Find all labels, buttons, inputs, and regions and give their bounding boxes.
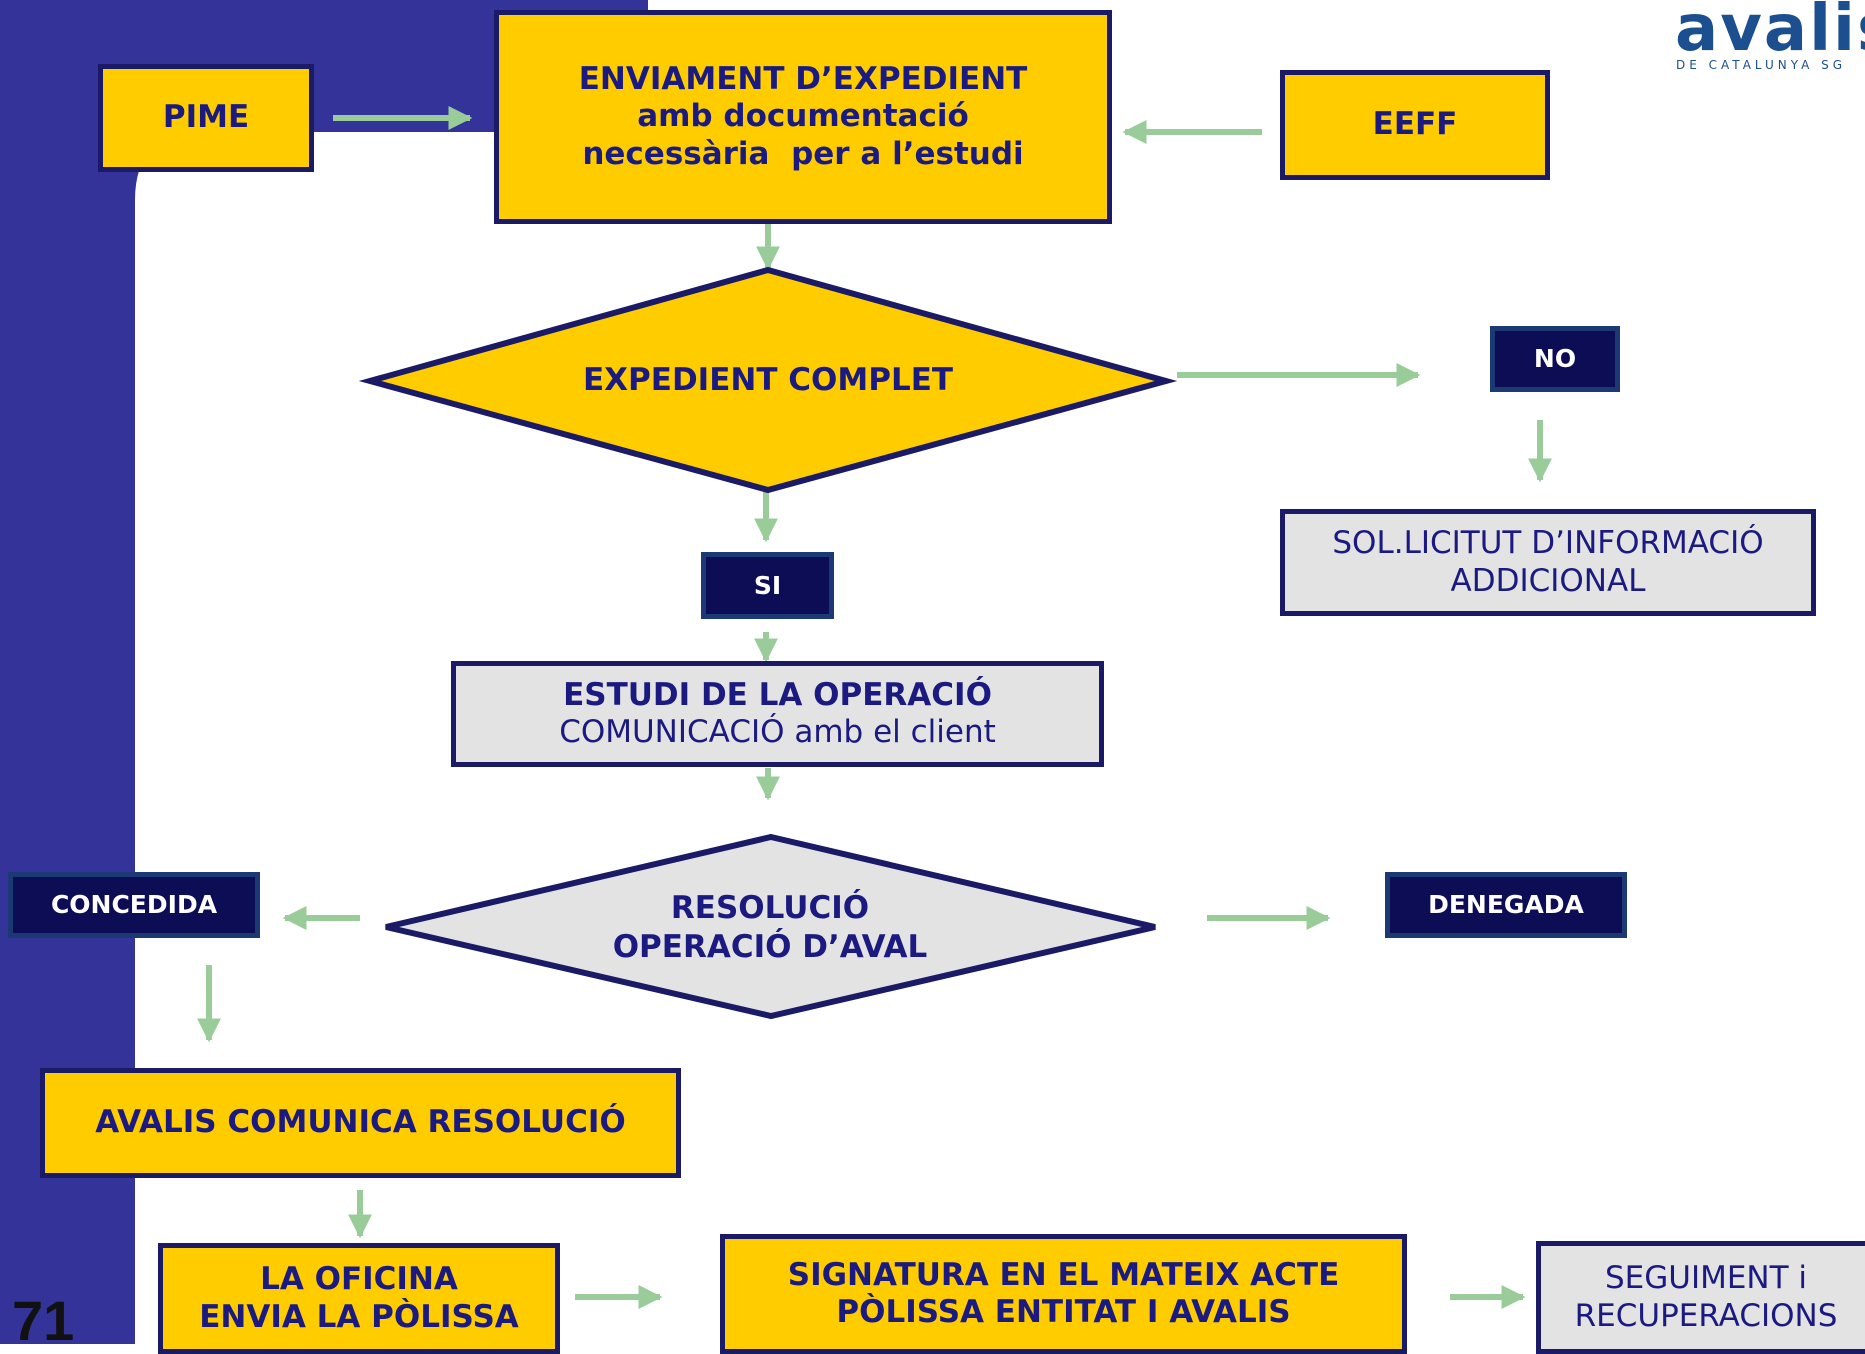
avalis-logo: avalis	[1675, 0, 1865, 66]
node-sollicitut: SOL.LICITUT D’INFORMACIÓ ADDICIONAL	[1280, 509, 1816, 616]
node-avalis-comunica-label: AVALIS COMUNICA RESOLUCIÓ	[95, 1104, 626, 1141]
node-estudi-line2: COMUNICACIÓ amb el client	[559, 714, 996, 750]
node-estudi-line1: ESTUDI DE LA OPERACIÓ	[563, 676, 992, 713]
logo-wordmark: avalis	[1675, 0, 1865, 66]
node-resolucio-line2: OPERACIÓ D’AVAL	[612, 929, 928, 965]
page-number: 71	[12, 1289, 75, 1352]
node-seguiment-line1: SEGUIMENT i	[1604, 1260, 1808, 1297]
decision-diamond-resolucio	[385, 833, 1156, 1020]
node-expedient-complet: EXPEDIENT COMPLET	[470, 350, 1066, 410]
node-si: SI	[701, 552, 834, 619]
node-enviament: ENVIAMENT D’EXPEDIENT amb documentació n…	[494, 10, 1112, 224]
node-pime-label: PIME	[162, 99, 250, 136]
node-avalis-comunica: AVALIS COMUNICA RESOLUCIÓ	[40, 1068, 681, 1178]
node-pime: PIME	[98, 64, 314, 172]
node-signatura-line2: PÒLISSA ENTITAT I AVALIS	[836, 1294, 1291, 1330]
node-oficina: LA OFICINA ENVIA LA PÒLISSA	[158, 1243, 560, 1354]
node-enviament-line3: necessària per a l’estudi	[582, 135, 1024, 172]
node-expedient-complet-label: EXPEDIENT COMPLET	[582, 361, 954, 398]
node-eeff-label: EEFF	[1372, 106, 1458, 143]
node-eeff: EEFF	[1280, 70, 1550, 180]
logo-tagline: DE CATALUNYA SG	[1676, 58, 1847, 72]
node-denegada-label: DENEGADA	[1428, 890, 1584, 919]
node-resolucio-line1: RESOLUCIÓ	[670, 890, 870, 927]
node-si-label: SI	[753, 570, 782, 600]
node-estudi: ESTUDI DE LA OPERACIÓ COMUNICACIÓ amb el…	[451, 661, 1104, 767]
node-seguiment: SEGUIMENT i RECUPERACIONS	[1536, 1241, 1865, 1354]
node-enviament-line2: amb documentació	[637, 98, 969, 135]
node-oficina-line1: LA OFICINA	[260, 1261, 458, 1298]
node-sollicitut-line1: SOL.LICITUT D’INFORMACIÓ	[1332, 525, 1764, 562]
node-concedida-label: CONCEDIDA	[50, 890, 218, 919]
node-sollicitut-line2: ADDICIONAL	[1450, 562, 1646, 599]
node-concedida: CONCEDIDA	[8, 872, 260, 938]
node-denegada: DENEGADA	[1385, 872, 1627, 938]
node-signatura-line1: SIGNATURA EN EL MATEIX ACTE	[787, 1256, 1340, 1293]
node-oficina-line2: ENVIA LA PÒLISSA	[199, 1298, 519, 1335]
node-enviament-line1: ENVIAMENT D’EXPEDIENT	[578, 61, 1028, 98]
decision-diamond-expedient	[358, 266, 1178, 494]
node-signatura: SIGNATURA EN EL MATEIX ACTE PÒLISSA ENTI…	[720, 1234, 1407, 1354]
node-no-label: NO	[1533, 344, 1577, 373]
node-seguiment-line2: RECUPERACIONS	[1574, 1297, 1838, 1334]
node-resolucio: RESOLUCIÓ OPERACIÓ D’AVAL	[520, 880, 1020, 976]
node-no: NO	[1490, 326, 1620, 392]
